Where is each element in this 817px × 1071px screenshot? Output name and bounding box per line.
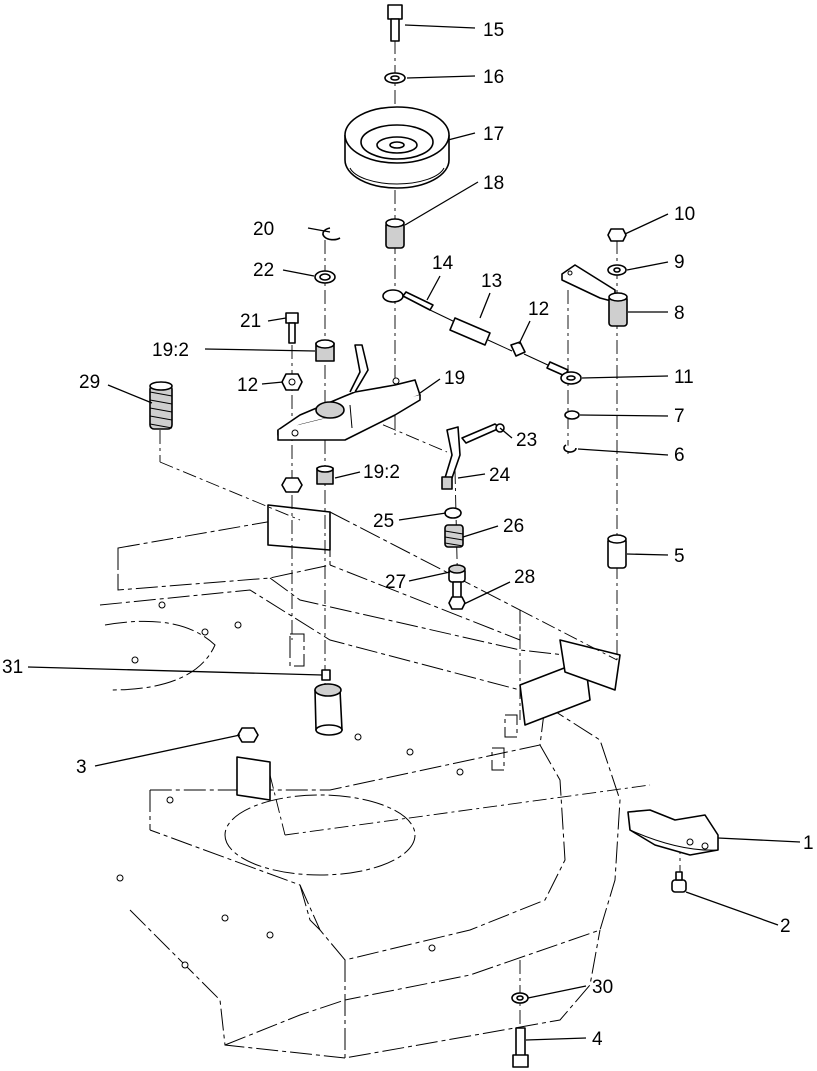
callout-2: 2 — [780, 916, 791, 937]
part-1-bracket — [627, 809, 719, 856]
part-28-nut — [448, 596, 466, 610]
callout-21: 21 — [240, 311, 261, 332]
part-22-washer — [314, 270, 336, 284]
callout-5: 5 — [674, 546, 685, 567]
callout-14: 14 — [432, 253, 454, 274]
callout-13: 13 — [481, 271, 502, 292]
mower-deck — [99, 504, 621, 1059]
part-20-clip — [322, 227, 341, 241]
callout-3: 3 — [76, 757, 87, 778]
part-15-bolt — [387, 4, 403, 42]
part-4-bolt — [512, 1027, 529, 1068]
part-12-nut-right — [510, 341, 526, 357]
part-13-turnbuckle — [429, 309, 513, 352]
callout-1: 1 — [803, 833, 814, 854]
part-19-2-bushing-top — [315, 339, 335, 362]
part-3-nut — [237, 727, 259, 743]
callout-27: 27 — [385, 572, 406, 593]
rod-to-pivot — [523, 353, 569, 377]
nut-under-arm — [281, 477, 303, 493]
callout-8: 8 — [674, 303, 685, 324]
part-30-washer — [511, 992, 529, 1004]
part-16-washer — [384, 72, 406, 84]
callout-26: 26 — [503, 516, 524, 537]
callout-6: 6 — [674, 445, 685, 466]
part-18-bushing — [385, 218, 405, 249]
part-27-collar — [448, 564, 466, 601]
part-24-rod — [441, 426, 461, 490]
part-12-nut-left — [281, 373, 303, 391]
callout-20: 20 — [253, 219, 274, 240]
callout-18: 18 — [483, 173, 504, 194]
callout-17: 17 — [483, 124, 504, 145]
callout-19: 19 — [444, 368, 465, 389]
part-19-idler-arm — [277, 344, 421, 441]
part-8-pivot-arm — [561, 264, 628, 327]
assembly-lines — [159, 40, 681, 1040]
callout-19-2-bottom: 19:2 — [363, 462, 400, 483]
part-26-spring — [444, 524, 464, 548]
callout-10: 10 — [674, 204, 695, 225]
callout-7: 7 — [674, 406, 685, 427]
leader-lines — [27, 24, 801, 1041]
part-7-washer — [564, 410, 580, 420]
part-5-spacer — [607, 534, 627, 569]
callout-23: 23 — [516, 430, 537, 451]
callout-24: 24 — [489, 465, 511, 486]
callout-16: 16 — [483, 67, 504, 88]
part-11-washer — [560, 371, 582, 385]
callout-9: 9 — [674, 252, 685, 273]
part-23-pin — [461, 423, 505, 444]
part-29-spring — [149, 381, 173, 430]
part-31-grease-fitting — [314, 669, 343, 736]
callout-28: 28 — [514, 567, 535, 588]
part-6-clip — [563, 444, 577, 453]
callout-25: 25 — [373, 511, 394, 532]
callout-31: 31 — [2, 657, 23, 678]
part-19-2-bushing-bottom — [316, 465, 334, 485]
part-2-bolt — [671, 871, 687, 893]
callout-12-left: 12 — [237, 375, 258, 396]
callout-22: 22 — [253, 260, 274, 281]
callout-30: 30 — [592, 977, 613, 998]
callout-11: 11 — [674, 367, 694, 388]
part-14-rod-end — [382, 289, 434, 311]
callouts: 15 16 17 18 20 22 21 19:2 12 29 19 19:2 … — [2, 20, 814, 1050]
part-9-washer — [607, 264, 627, 276]
callout-19-2-top: 19:2 — [152, 340, 189, 361]
callout-12-right: 12 — [528, 299, 549, 320]
callout-15: 15 — [483, 20, 504, 41]
part-21-bolt — [285, 312, 299, 344]
part-17-pulley — [344, 106, 450, 189]
part-10-nut — [607, 228, 627, 242]
callout-4: 4 — [592, 1029, 603, 1050]
part-25-washer — [444, 507, 462, 519]
callout-29: 29 — [79, 372, 100, 393]
